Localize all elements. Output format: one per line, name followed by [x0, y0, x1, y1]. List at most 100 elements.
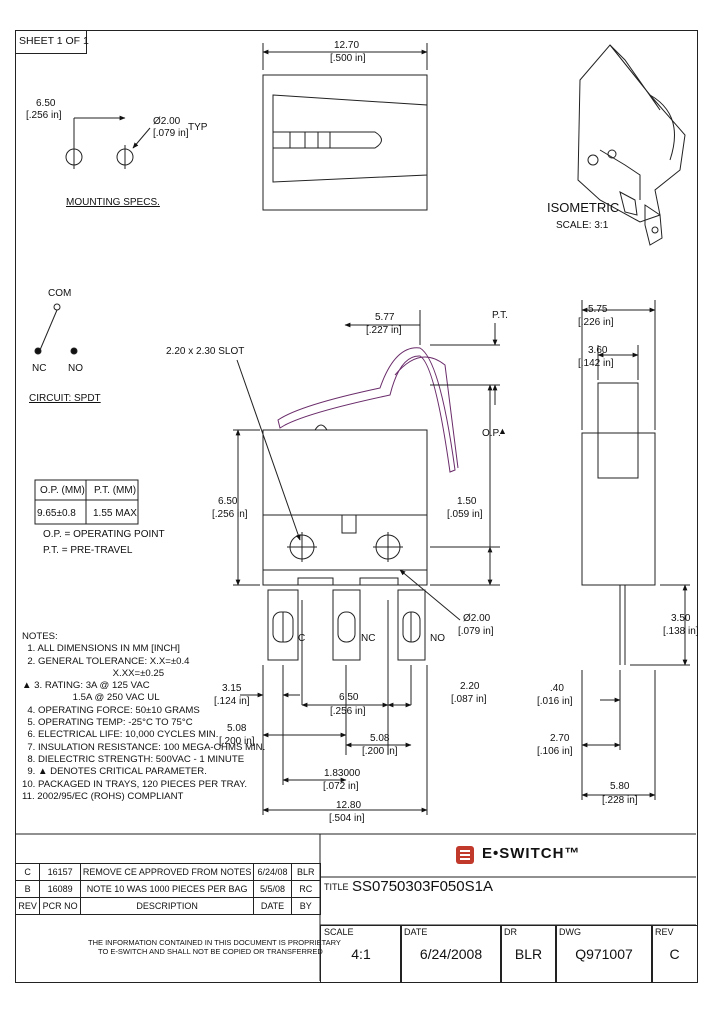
side-w2-mm: 3.60 [588, 345, 608, 356]
t7-in: [.504 in] [329, 813, 365, 824]
rev-header: REV [14, 897, 41, 915]
op-value: 9.65±0.8 [37, 508, 76, 519]
side-view [581, 300, 690, 800]
t4-mm: 5.08 [227, 723, 247, 734]
dr-value: BLR [514, 946, 543, 962]
note-line: 7. INSULATION RESISTANCE: 100 MEGA-OHMS … [22, 741, 266, 753]
mounting-spec-view [65, 115, 151, 169]
brand-logo-icon [456, 846, 474, 864]
note-line: 11. 2002/95/EC (ROHS) COMPLIANT [22, 790, 184, 802]
circuit-symbol [34, 303, 78, 355]
rev-label: REV [655, 927, 674, 937]
t3-in: [.087 in] [451, 694, 487, 705]
t5-mm: 5.08 [370, 733, 390, 744]
note-line: 1.5A @ 250 VAC UL [22, 692, 160, 704]
date-cell: 6/24/08 [253, 863, 292, 881]
mounting-specs-label: MOUNTING SPECS. [66, 197, 160, 208]
side-w1-mm: 5.75 [588, 304, 608, 315]
top-width-in: [.500 in] [330, 53, 366, 64]
dr-label: DR [504, 927, 517, 937]
date-label: DATE [404, 927, 428, 937]
t6-in: [.072 in] [323, 781, 359, 792]
part-number-title: SS0750303F050S1A [352, 878, 493, 895]
tb-dr: DR BLR [500, 925, 557, 983]
s2-mm: 2.70 [550, 733, 570, 744]
isometric-scale: SCALE: 3:1 [556, 220, 609, 231]
tb-scale: SCALE 4:1 [320, 925, 402, 983]
date-header: DATE [253, 897, 292, 915]
hole-dia-mm: Ø2.00 [153, 116, 181, 127]
t7-mm: 12.80 [336, 800, 362, 811]
s1-in: [.016 in] [537, 696, 573, 707]
dwg-value: Q971007 [575, 946, 633, 962]
note-line: 9. ▲ DENOTES CRITICAL PARAMETER. [22, 766, 207, 778]
mount-spacing-mm: 6.50 [36, 98, 56, 109]
mount-spacing-in: [.256 in] [26, 110, 62, 121]
s1-mm: .40 [550, 683, 564, 694]
scale-label: SCALE [324, 927, 354, 937]
height-in: [.256 in] [212, 509, 248, 520]
top-view [262, 43, 428, 211]
isometric-view [577, 44, 686, 246]
slot-label: 2.20 x 2.30 SLOT [166, 346, 245, 357]
side-w2-in: [.142 in] [578, 358, 614, 369]
note-line: X.XX=±0.25 [22, 667, 165, 679]
t1-in: [.124 in] [214, 696, 250, 707]
s3-in: [.228 in] [602, 795, 638, 806]
date-value: 6/24/2008 [419, 946, 483, 962]
revision-table: C 16157 REMOVE CE APPROVED FROM NOTES 6/… [14, 863, 322, 915]
t1-mm: 3.15 [222, 683, 242, 694]
circuit-no: NO [68, 363, 83, 374]
note-line: 8. DIELECTRIC STRENGTH: 500VAC - 1 MINUT… [22, 753, 245, 765]
hole2-dia-in: [.079 in] [458, 626, 494, 637]
t4-in: [.200 in] [219, 736, 255, 747]
front-view [233, 310, 500, 815]
brand-name: E•SWITCH™ [482, 845, 581, 862]
title-label: TITLE [324, 882, 349, 892]
pcr-cell: 16089 [39, 880, 81, 898]
s2-in: [.106 in] [537, 746, 573, 757]
desc-header: DESCRIPTION [79, 897, 255, 915]
hole2-dia-mm: Ø2.00 [463, 613, 491, 624]
sheet-box [15, 30, 87, 54]
term-len-mm: 3.50 [671, 613, 691, 624]
hole-height-in: [.059 in] [447, 509, 483, 520]
scale-value: 4:1 [351, 946, 371, 962]
op-critical-icon: ▲ [498, 426, 507, 436]
hole-height-mm: 1.50 [457, 496, 477, 507]
hole-typ: TYP [188, 122, 208, 133]
op-header-pt: P.T. (MM) [94, 485, 137, 496]
by-header: BY [290, 897, 322, 915]
side-w1-in: [.226 in] [578, 317, 614, 328]
hole-dia-in: [.079 in] [153, 128, 189, 139]
pt-value: 1.55 MAX [93, 508, 137, 519]
op-header-op: O.P. (MM) [40, 485, 85, 496]
tb-dwg: DWG Q971007 [555, 925, 653, 983]
pt-offset-mm: 5.77 [375, 312, 395, 323]
op-label: O.P. [482, 428, 501, 439]
rev-value: C [669, 946, 680, 962]
rev-cell: C [14, 863, 41, 881]
sheet-label: SHEET 1 OF 1 [19, 35, 89, 47]
top-width-mm: 12.70 [334, 40, 360, 51]
pt-label: P.T. [492, 310, 508, 321]
desc-cell: REMOVE CE APPROVED FROM NOTES [79, 863, 255, 881]
note-line: 6. ELECTRICAL LIFE: 10,000 CYCLES MIN. [22, 729, 219, 741]
table-header-row: REV PCR NO DESCRIPTION DATE BY [14, 897, 322, 915]
by-cell: BLR [290, 863, 322, 881]
terminal-nc-label: NC [361, 633, 376, 644]
t6-mm: 1.83000 [324, 768, 361, 779]
table-row: B 16089 NOTE 10 WAS 1000 PIECES PER BAG … [14, 880, 322, 898]
op-legend: O.P. = OPERATING POINT [43, 529, 165, 540]
t2-in: [.256 in] [330, 706, 366, 717]
notes-block: NOTES: 1. ALL DIMENSIONS IN MM [INCH] 2.… [22, 631, 265, 803]
t2-mm: 6.50 [339, 692, 359, 703]
note-line: 2. GENERAL TOLERANCE: X.X=±0.4 [22, 655, 190, 667]
circuit-label: CIRCUIT: SPDT [29, 393, 101, 404]
tb-rev: REV C [651, 925, 698, 983]
term-len-in: [.138 in] [663, 626, 699, 637]
height-mm: 6.50 [218, 496, 238, 507]
terminal-no-label: NO [430, 633, 445, 644]
circuit-nc: NC [32, 363, 47, 374]
